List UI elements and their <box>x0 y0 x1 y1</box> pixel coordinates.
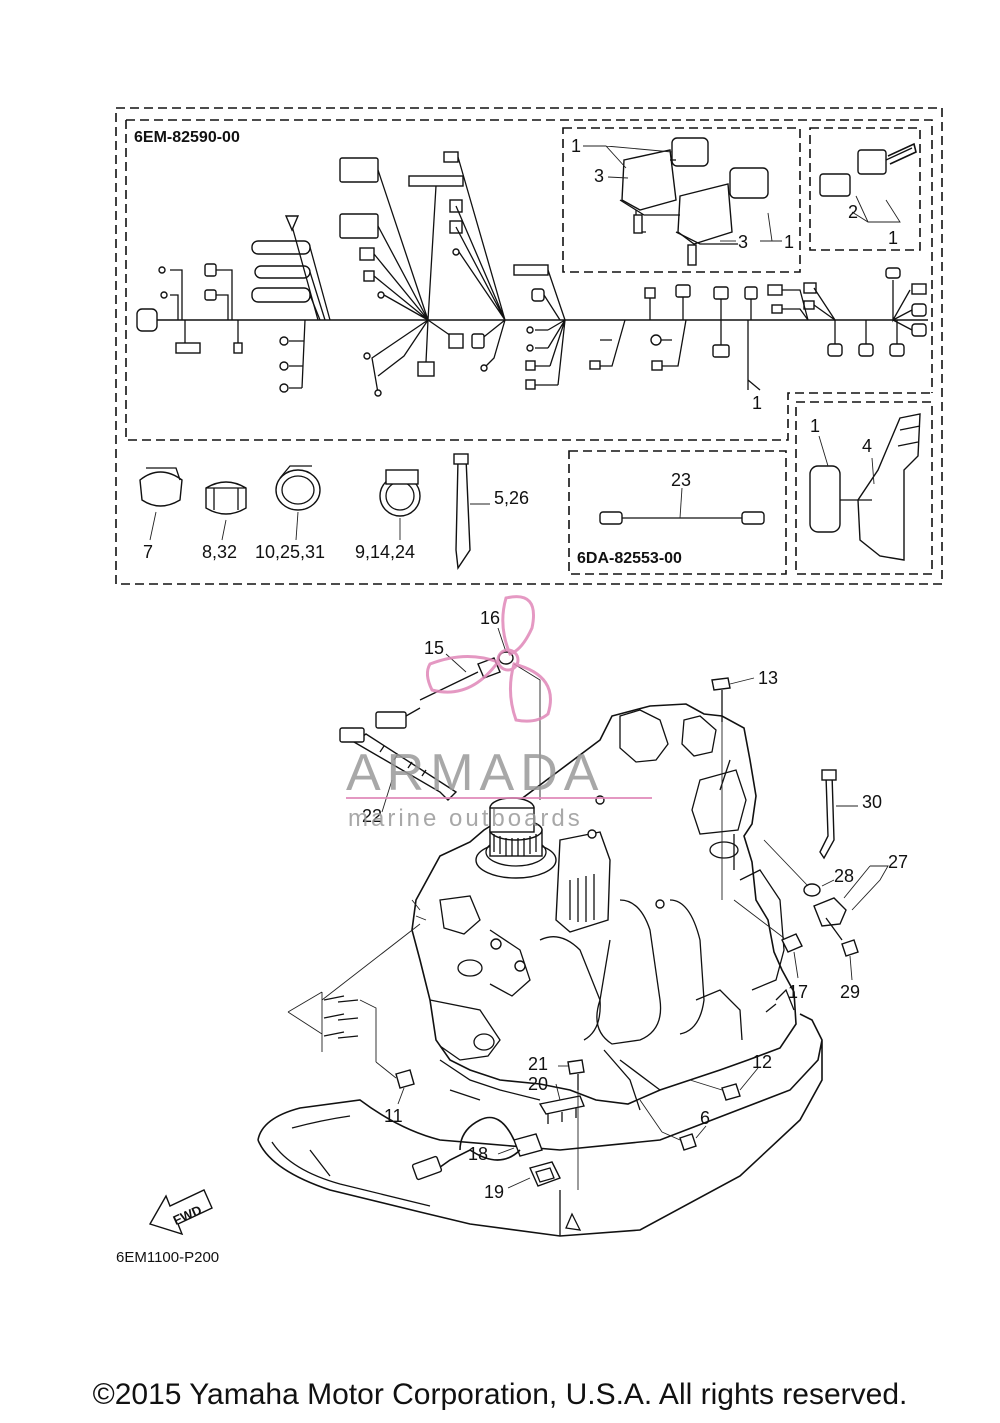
callout-1a: 1 <box>571 136 581 156</box>
callout-3a: 3 <box>594 166 604 186</box>
callout-1e: 1 <box>810 416 820 436</box>
callout-13: 13 <box>758 668 778 688</box>
callout-20: 20 <box>528 1074 548 1094</box>
subharness-part-number: 6DA-82553-00 <box>577 550 682 567</box>
fwd-arrow: FWD <box>148 1189 213 1236</box>
callout-6: 6 <box>700 1108 710 1128</box>
callout-12: 12 <box>752 1052 772 1072</box>
grommet-and-cover: 1 4 <box>809 413 921 561</box>
callout-16: 16 <box>480 608 500 628</box>
callout-9: 9,14,24 <box>355 542 415 562</box>
callout-27: 27 <box>888 852 908 872</box>
callout-8: 8,32 <box>202 542 237 562</box>
callout-4: 4 <box>862 436 872 456</box>
callout-15: 15 <box>424 638 444 658</box>
sub-harness-23: 23 <box>599 470 765 525</box>
callout-3b: 3 <box>738 232 748 252</box>
callout-28: 28 <box>834 866 854 886</box>
callout-19: 19 <box>484 1182 504 1202</box>
callout-22: 22 <box>362 806 382 826</box>
callout-17: 17 <box>788 982 808 1002</box>
callout-10: 10,25,31 <box>255 542 325 562</box>
callout-23: 23 <box>671 470 691 490</box>
watermark-brand: ARMADA <box>346 744 604 802</box>
exploded-parts: 15 16 22 13 30 28 27 29 <box>287 608 908 1202</box>
callout-2: 2 <box>848 202 858 222</box>
harness-kit-frame <box>115 107 943 585</box>
clamps-and-ties: 7 8,32 10,25,31 9,14,24 5,26 <box>139 453 529 570</box>
callout-5: 5,26 <box>494 488 529 508</box>
watermark-tagline: marine outboards <box>348 805 583 832</box>
callout-30: 30 <box>862 792 882 812</box>
harness-part-number: 6EM-82590-00 <box>134 129 240 146</box>
armada-watermark: ARMADA marine outboards <box>346 595 652 832</box>
ignition-coils <box>619 137 769 266</box>
main-wire-harness <box>136 151 928 397</box>
callout-11: 11 <box>384 1106 403 1126</box>
copyright-notice: ©2015 Yamaha Motor Corporation, U.S.A. A… <box>92 1378 908 1411</box>
coil-callouts: 1 3 3 1 <box>571 136 794 252</box>
engine-block <box>257 703 823 1237</box>
callout-1d: 1 <box>752 393 762 413</box>
callout-18: 18 <box>468 1144 488 1164</box>
callout-1b: 1 <box>784 232 794 252</box>
callout-21: 21 <box>528 1054 548 1074</box>
callout-29: 29 <box>840 982 860 1002</box>
callout-7: 7 <box>143 542 153 562</box>
diagram-code: 6EM1100-P200 <box>116 1249 219 1266</box>
connector-caps: 2 1 <box>819 142 917 248</box>
callout-1c: 1 <box>888 228 898 248</box>
